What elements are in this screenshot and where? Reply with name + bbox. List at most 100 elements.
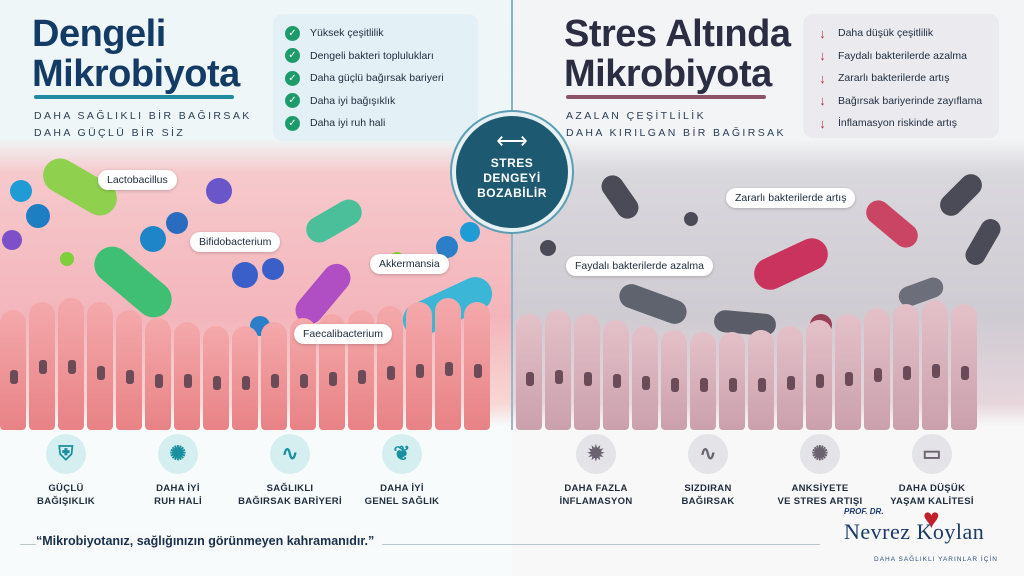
outcome-health: ❦ DAHA İYİ GENEL SAĞLIK	[346, 432, 458, 508]
outcome-line2: YAŞAM KALİTESİ	[890, 496, 974, 507]
stressed-tagline-line2: DAHA KIRILGAN BİR BAĞIRSAK	[566, 127, 786, 139]
quote: “Mikrobiyotanız, sağlığınızın görünmeyen…	[36, 534, 383, 548]
brand-logo: PROF. DR. ♥ Nevrez Koylan DAHA SAĞLIKLI …	[840, 505, 1010, 571]
down-arrow-icon: ↓	[819, 25, 826, 41]
benefit-text: Daha iyi bağışıklık	[310, 94, 396, 107]
outcome-barrier: ∿ SAĞLIKLI BAĞIRSAK BARİYERİ	[234, 432, 346, 508]
benefit-item: ✓ Daha iyi ruh hali	[285, 112, 466, 135]
badge-line1: STRES	[490, 156, 534, 170]
logo-prefix: PROF. DR.	[844, 507, 884, 516]
logo-slogan: DAHA SAĞLIKLI YARINLAR İÇİN	[874, 556, 998, 563]
label-faecalibacterium: Faecalibacterium	[294, 324, 392, 344]
benefit-text: Daha güçlü bağırsak bariyeri	[310, 72, 444, 85]
effects-list: ↓ Daha düşük çeşitlilik ↓ Faydalı bakteril…	[803, 14, 999, 138]
down-arrow-icon: ↓	[819, 48, 826, 64]
effect-item: ↓ Faydalı bakterilerde azalma	[815, 45, 987, 68]
outcome-line2: BAĞIRSAK BARİYERİ	[238, 496, 342, 507]
benefit-item: ✓ Yüksek çeşitlilik	[285, 22, 466, 45]
brain-icon: ✺	[800, 434, 840, 474]
outcome-line1: DAHA FAZLA	[564, 483, 628, 494]
outcome-line2: BAĞIRSAK	[681, 496, 735, 507]
stress-badge: ⟷ STRES DENGEYİ BOZABİLİR	[452, 112, 572, 232]
low-battery-icon: ▭	[912, 434, 952, 474]
leaf-icon: ❦	[382, 434, 422, 474]
stressed-title-line2: Mikrobiyota	[564, 53, 772, 95]
stressed-title-underline	[566, 95, 766, 99]
balanced-tagline: DAHA SAĞLIKLI BİR BAĞIRSAK DAHA GÜÇLÜ Bİ…	[34, 108, 252, 142]
check-icon: ✓	[285, 25, 300, 41]
outcome-leaky-gut: ∿ SIZDIRAN BAĞIRSAK	[652, 432, 764, 508]
check-icon: ✓	[285, 48, 300, 64]
logo-name: Nevrez Koylan	[844, 519, 985, 544]
intestine-icon: ∿	[688, 434, 728, 474]
effect-text: Faydalı bakterilerde azalma	[838, 49, 967, 62]
benefits-list: ✓ Yüksek çeşitlilik ✓ Dengeli bakteri topl…	[273, 14, 478, 141]
stressed-outcomes: ✹ DAHA FAZLA İNFLAMASYON ∿ SIZDIRAN BAĞI…	[540, 432, 988, 508]
outcome-line1: GÜÇLÜ	[48, 483, 84, 494]
benefit-text: Dengeli bakteri toplulukları	[310, 49, 434, 62]
stressed-tagline-line1: AZALAN ÇEŞİTLİLİK	[566, 110, 707, 122]
check-icon: ✓	[285, 93, 300, 109]
outcome-line1: DAHA DÜŞÜK	[898, 483, 966, 494]
down-arrow-icon: ↓	[819, 70, 826, 86]
badge-line2: DENGEYİ	[483, 171, 541, 185]
heart-icon: ♥	[923, 503, 940, 534]
outcome-quality: ▭ DAHA DÜŞÜK YAŞAM KALİTESİ	[876, 432, 988, 508]
virus-icon: ✹	[576, 434, 616, 474]
outcome-line1: SAĞLIKLI	[266, 483, 314, 494]
effect-item: ↓ İnflamasyon riskinde artış	[815, 112, 987, 135]
effect-text: Daha düşük çeşitlilik	[838, 27, 934, 40]
label-beneficial-bacteria: Faydalı bakterilerde azalma	[566, 256, 713, 276]
balanced-tagline-line2: DAHA GÜÇLÜ BİR SİZ	[34, 127, 186, 139]
double-arrow-icon: ⟷	[496, 128, 528, 153]
benefit-item: ✓ Dengeli bakteri toplulukları	[285, 45, 466, 68]
stressed-title-line1: Stres Altında	[564, 13, 791, 55]
outcome-anxiety: ✺ ANKSİYETE VE STRES ARTIŞI	[764, 432, 876, 508]
balanced-title-line1: Dengeli	[32, 13, 166, 55]
effect-item: ↓ Bağırsak bariyerinde zayıflama	[815, 90, 987, 113]
down-arrow-icon: ↓	[819, 93, 826, 109]
check-icon: ✓	[285, 70, 300, 86]
effect-text: İnflamasyon riskinde artış	[838, 117, 958, 130]
benefit-text: Daha iyi ruh hali	[310, 117, 386, 130]
label-akkermansia: Akkermansia	[370, 254, 449, 274]
outcome-inflammation: ✹ DAHA FAZLA İNFLAMASYON	[540, 432, 652, 508]
balanced-tagline-line1: DAHA SAĞLIKLI BİR BAĞIRSAK	[34, 110, 252, 122]
balanced-title-underline	[34, 95, 234, 99]
outcome-line2: GENEL SAĞLIK	[364, 496, 440, 507]
outcome-immunity: ⛨ GÜÇLÜ BAĞIŞIKLIK	[10, 432, 122, 508]
intestine-icon: ∿	[270, 434, 310, 474]
outcome-line1: DAHA İYİ	[156, 483, 200, 494]
outcome-line2: İNFLAMASYON	[559, 496, 633, 507]
quote-divider	[20, 544, 820, 545]
effect-item: ↓ Daha düşük çeşitlilik	[815, 22, 987, 45]
outcome-line1: SIZDIRAN	[684, 483, 732, 494]
effect-text: Zararlı bakterilerde artış	[838, 72, 950, 85]
balanced-gut-lining	[0, 292, 493, 430]
check-icon: ✓	[285, 115, 300, 131]
benefit-text: Yüksek çeşitlilik	[310, 27, 384, 40]
effect-item: ↓ Zararlı bakterilerde artış	[815, 67, 987, 90]
label-harmful-bacteria: Zararlı bakterilerde artış	[726, 188, 856, 208]
label-lactobacillus: Lactobacillus	[98, 170, 177, 190]
outcome-line1: DAHA İYİ	[380, 483, 424, 494]
stressed-gut-lining	[516, 292, 980, 430]
outcome-line2: VE STRES ARTIŞI	[777, 496, 863, 507]
balanced-title-line2: Mikrobiyota	[32, 53, 240, 95]
stressed-tagline: AZALAN ÇEŞİTLİLİK DAHA KIRILGAN BİR BAĞI…	[566, 108, 786, 142]
benefit-item: ✓ Daha güçlü bağırsak bariyeri	[285, 67, 466, 90]
brain-icon: ✺	[158, 434, 198, 474]
down-arrow-icon: ↓	[819, 115, 826, 131]
outcome-line2: BAĞIŞIKLIK	[37, 496, 95, 507]
balanced-title: Dengeli Mikrobiyota	[32, 14, 240, 94]
label-bifidobacterium: Bifidobacterium	[190, 232, 281, 252]
outcome-mood: ✺ DAHA İYİ RUH HALİ	[122, 432, 234, 508]
benefit-item: ✓ Daha iyi bağışıklık	[285, 90, 466, 113]
outcome-line2: RUH HALİ	[154, 496, 202, 507]
balanced-outcomes: ⛨ GÜÇLÜ BAĞIŞIKLIK ✺ DAHA İYİ RUH HALİ ∿…	[10, 432, 458, 508]
effect-text: Bağırsak bariyerinde zayıflama	[838, 94, 983, 107]
badge-line3: BOZABİLİR	[477, 186, 547, 200]
stressed-title: Stres Altında Mikrobiyota	[564, 13, 791, 95]
shield-plus-icon: ⛨	[46, 434, 86, 474]
